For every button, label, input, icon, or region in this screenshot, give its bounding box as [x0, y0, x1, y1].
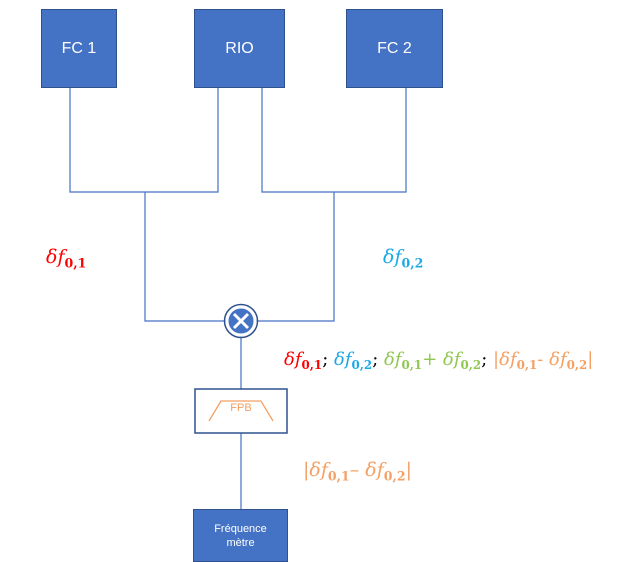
- label-delta-f01: δf0,1: [46, 246, 87, 271]
- wire-fc1: [69, 88, 219, 193]
- fc2-block: FC 2: [346, 9, 443, 88]
- wire-left-to-mixer: [144, 192, 226, 322]
- frequency-meter-block: Fréquence mètre: [193, 509, 288, 562]
- filter-label: FPB: [230, 402, 252, 414]
- filter-box: [194, 388, 288, 434]
- filter-output-difference: |δf0,1– δf0,2|: [303, 459, 412, 484]
- fc1-block: FC 1: [41, 9, 117, 88]
- meter-label-line2: mètre: [226, 536, 255, 549]
- mixer-output-frequencies: δf0,1; δf0,2; δf0,1+ δf0,2; |δf0,1- δf0,…: [284, 349, 594, 373]
- wire-right-to-mixer: [256, 192, 335, 322]
- rio-label: RIO: [225, 39, 254, 57]
- mixer-x-circle-icon: [223, 303, 259, 339]
- label-delta-f02: δf0,2: [383, 246, 424, 271]
- meter-label-line1: Fréquence: [214, 522, 267, 535]
- fc1-label: FC 1: [61, 39, 97, 57]
- fc2-label: FC 2: [377, 39, 412, 57]
- lowpass-trapezoid-icon: [208, 400, 274, 422]
- wire-rio-fc2: [261, 88, 407, 193]
- rio-block: RIO: [194, 9, 285, 88]
